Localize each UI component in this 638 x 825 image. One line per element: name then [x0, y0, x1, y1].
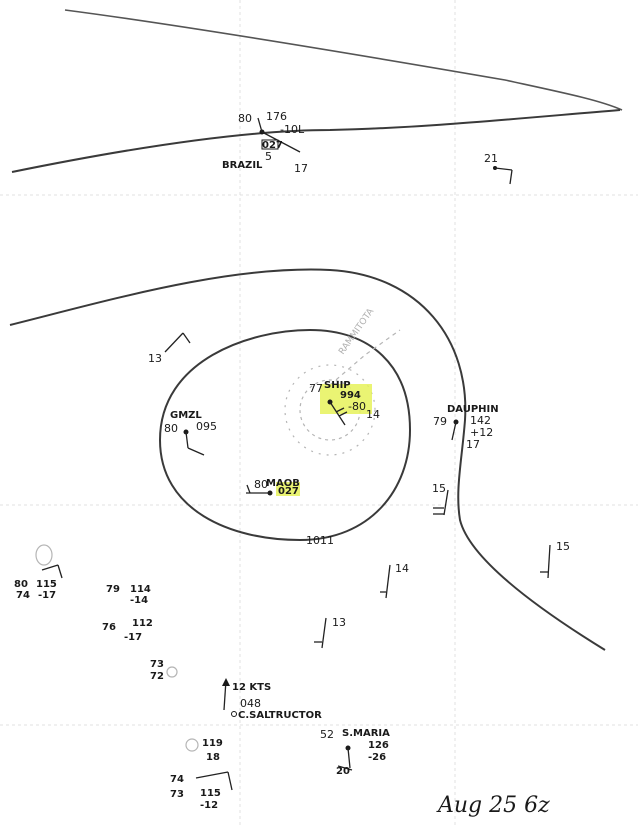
storm-name-label: RAMMITOTA [337, 306, 377, 356]
svg-text:095: 095 [196, 420, 217, 433]
svg-text:+12: +12 [470, 426, 493, 439]
svg-text:74: 74 [16, 590, 30, 601]
svg-text:048: 048 [240, 697, 261, 710]
station-cluster-119: 119 18 [185, 738, 223, 763]
svg-text:18: 18 [206, 752, 220, 763]
svg-text:72: 72 [150, 671, 164, 682]
station-cluster-79: 79 114 -14 76 112 -17 [102, 584, 153, 643]
svg-text:C.SALTRUCTOR: C.SALTRUCTOR [238, 710, 322, 721]
isobar-1011-label: 1011 [306, 534, 334, 547]
svg-text:52: 52 [320, 728, 334, 741]
brazil-extra: 5 [265, 150, 272, 163]
station-ship: 77 SHIP 994 -80 14 [309, 380, 380, 426]
svg-text:DAUPHIN: DAUPHIN [447, 404, 499, 415]
svg-text:142: 142 [470, 414, 491, 427]
svg-text:SHIP: SHIP [324, 380, 351, 391]
station-saltructor: 12 KTS 048 C.SALTRUCTOR [222, 678, 322, 721]
svg-text:17: 17 [466, 438, 480, 451]
svg-text:-17: -17 [124, 632, 142, 643]
svg-text:76: 76 [102, 622, 116, 633]
svg-text:-26: -26 [368, 752, 386, 763]
svg-text:14: 14 [366, 408, 380, 421]
wind-barb-15-e: 15 [432, 482, 449, 516]
svg-text:MAOB: MAOB [266, 478, 300, 489]
chart-date: Aug 25 6z [436, 793, 550, 818]
svg-text:-17: -17 [38, 590, 56, 601]
svg-text:80: 80 [14, 579, 28, 590]
svg-text:15: 15 [432, 482, 446, 495]
svg-text:77: 77 [309, 382, 323, 395]
svg-text:79: 79 [106, 584, 120, 595]
station-maob: 80 MAOB 027 [246, 478, 300, 497]
svg-text:S.MARIA: S.MARIA [342, 728, 390, 739]
svg-text:74: 74 [170, 774, 184, 785]
svg-text:027: 027 [278, 486, 299, 497]
svg-text:115: 115 [36, 579, 57, 590]
station-sw: 80 115 74 -17 [14, 544, 63, 601]
svg-text:115: 115 [200, 788, 221, 799]
station-s-maria: 52 S.MARIA 126 -26 20 [320, 728, 390, 777]
svg-text:20: 20 [336, 766, 350, 777]
outer-isobar [9, 268, 606, 651]
svg-text:73: 73 [150, 659, 164, 670]
svg-text:994: 994 [340, 390, 361, 401]
station-cluster-73: 73 72 [150, 659, 178, 682]
svg-text:21: 21 [484, 152, 498, 165]
wind-barb-15-far: 15 [540, 540, 570, 579]
station-dauphin: DAUPHIN 79 142 +12 17 [433, 404, 499, 451]
station-brazil: 80 176 -10L 027 BRAZIL 5 17 [222, 110, 308, 175]
station-cluster-74: 74 73 115 -12 [170, 771, 233, 811]
svg-text:-14: -14 [130, 595, 148, 606]
svg-text:15: 15 [556, 540, 570, 553]
svg-text:14: 14 [395, 562, 409, 575]
brazil-temp: 80 [238, 112, 252, 125]
svg-text:13: 13 [148, 352, 162, 365]
wind-barb-21: 21 [484, 152, 513, 185]
wind-barb-13-nw: 13 [148, 332, 191, 365]
svg-text:80: 80 [254, 478, 268, 491]
svg-text:13: 13 [332, 616, 346, 629]
station-gmzl: GMZL 80 095 [164, 410, 217, 456]
brazil-pressure: 176 [266, 110, 287, 123]
svg-text:112: 112 [132, 618, 153, 629]
brazil-name: BRAZIL [222, 160, 263, 171]
svg-text:114: 114 [130, 584, 151, 595]
svg-text:80: 80 [164, 422, 178, 435]
brazil-tendency: -10L [280, 123, 305, 136]
svg-text:-12: -12 [200, 800, 218, 811]
upper-isobar [11, 109, 621, 173]
wind-barb-13-s: 13 [314, 616, 346, 649]
upper-front-line [64, 9, 623, 111]
brazil-pressure-box: 027 [262, 140, 283, 151]
isobar-1011 [158, 328, 412, 542]
svg-text:73: 73 [170, 789, 184, 800]
svg-text:GMZL: GMZL [170, 410, 202, 421]
svg-text:-80: -80 [348, 400, 366, 413]
svg-text:119: 119 [202, 738, 223, 749]
brazil-wind-note: 17 [294, 162, 308, 175]
wind-barb-14: 14 [380, 562, 409, 599]
svg-text:126: 126 [368, 740, 389, 751]
svg-text:79: 79 [433, 415, 447, 428]
svg-text:12 KTS: 12 KTS [232, 682, 271, 693]
